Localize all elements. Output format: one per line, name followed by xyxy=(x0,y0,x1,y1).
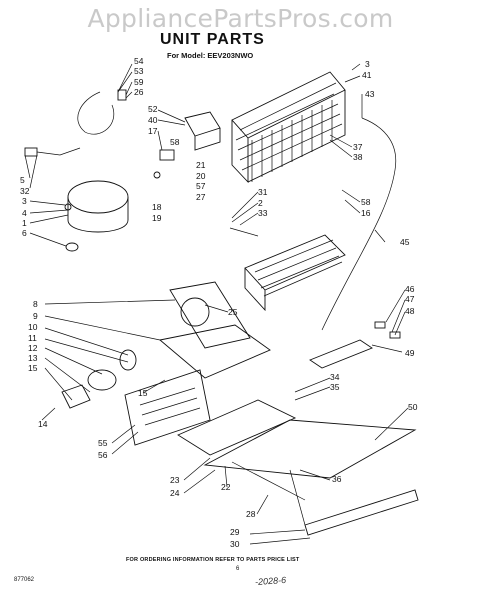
callout-13: 13 xyxy=(28,353,38,363)
callout-46: 46 xyxy=(405,284,415,294)
callout-56: 56 xyxy=(98,450,108,460)
callout-8: 8 xyxy=(33,299,38,309)
handwritten-signature: -2028-6 xyxy=(254,574,287,588)
callout-54: 54 xyxy=(134,56,144,66)
callout-15b: 15 xyxy=(138,388,148,398)
callout-20: 20 xyxy=(196,171,206,181)
callout-12: 12 xyxy=(28,343,38,353)
callout-30: 30 xyxy=(230,539,240,549)
callout-41: 41 xyxy=(362,70,372,80)
evaporator-coil xyxy=(229,227,346,312)
callout-2: 2 xyxy=(258,198,263,208)
callout-37: 37 xyxy=(353,142,363,152)
callout-10: 10 xyxy=(28,322,38,332)
callout-3a: 3 xyxy=(22,196,27,206)
fan-shroud xyxy=(61,281,271,446)
callout-3b: 3 xyxy=(365,59,370,69)
callout-6: 6 xyxy=(22,228,27,238)
callout-55: 55 xyxy=(98,438,108,448)
callout-5: 5 xyxy=(20,175,25,185)
callout-50: 50 xyxy=(408,402,418,412)
callout-27: 27 xyxy=(196,192,206,202)
callout-18: 18 xyxy=(152,202,162,212)
callout-9: 9 xyxy=(33,311,38,321)
callout-4: 4 xyxy=(22,208,27,218)
callout-59: 59 xyxy=(134,77,144,87)
callout-35: 35 xyxy=(330,382,340,392)
compressor xyxy=(64,180,129,252)
callout-14: 14 xyxy=(38,419,48,429)
callout-47: 47 xyxy=(405,294,415,304)
callout-21: 21 xyxy=(196,160,206,170)
callout-53: 53 xyxy=(134,66,144,76)
callout-40: 40 xyxy=(148,115,158,125)
callout-45: 45 xyxy=(400,237,410,247)
callout-19: 19 xyxy=(152,213,162,223)
callout-31: 31 xyxy=(258,187,268,197)
callout-57: 57 xyxy=(196,181,206,191)
callout-15a: 15 xyxy=(28,363,38,373)
callout-26: 26 xyxy=(134,87,144,97)
callout-25: 25 xyxy=(228,307,238,317)
watermark-text: AppliancePartsPros.com xyxy=(87,4,394,33)
wire-harness xyxy=(24,89,127,157)
page-number: 6 xyxy=(236,566,240,572)
callout-48: 48 xyxy=(405,306,415,316)
ordering-note: FOR ORDERING INFORMATION REFER TO PARTS … xyxy=(126,557,300,563)
catalog-number: 877062 xyxy=(14,577,35,583)
callout-16: 16 xyxy=(361,208,371,218)
callout-38: 38 xyxy=(353,152,363,162)
leader-lines xyxy=(24,63,409,545)
callout-28: 28 xyxy=(246,509,256,519)
callout-24: 24 xyxy=(170,488,180,498)
callout-33: 33 xyxy=(258,208,268,218)
callout-1: 1 xyxy=(22,218,27,228)
callout-23: 23 xyxy=(170,475,180,485)
callout-49: 49 xyxy=(405,348,415,358)
tube-45 xyxy=(321,117,397,331)
base-frame xyxy=(177,321,419,536)
callout-22: 22 xyxy=(221,482,231,492)
control-assembly xyxy=(153,111,221,179)
callout-29: 29 xyxy=(230,527,240,537)
callout-58b: 58 xyxy=(361,197,371,207)
callout-34: 34 xyxy=(330,372,340,382)
callout-32: 32 xyxy=(20,186,30,196)
callout-52: 52 xyxy=(148,104,158,114)
callout-43: 43 xyxy=(365,89,375,99)
condenser-coil xyxy=(231,71,346,184)
diagram-title: UNIT PARTS xyxy=(160,31,265,48)
callout-58a: 58 xyxy=(170,137,180,147)
model-subtitle: For Model: EEV203NWO xyxy=(167,51,254,60)
callout-17: 17 xyxy=(148,126,158,136)
callout-36: 36 xyxy=(332,474,342,484)
callout-11: 11 xyxy=(28,333,37,343)
